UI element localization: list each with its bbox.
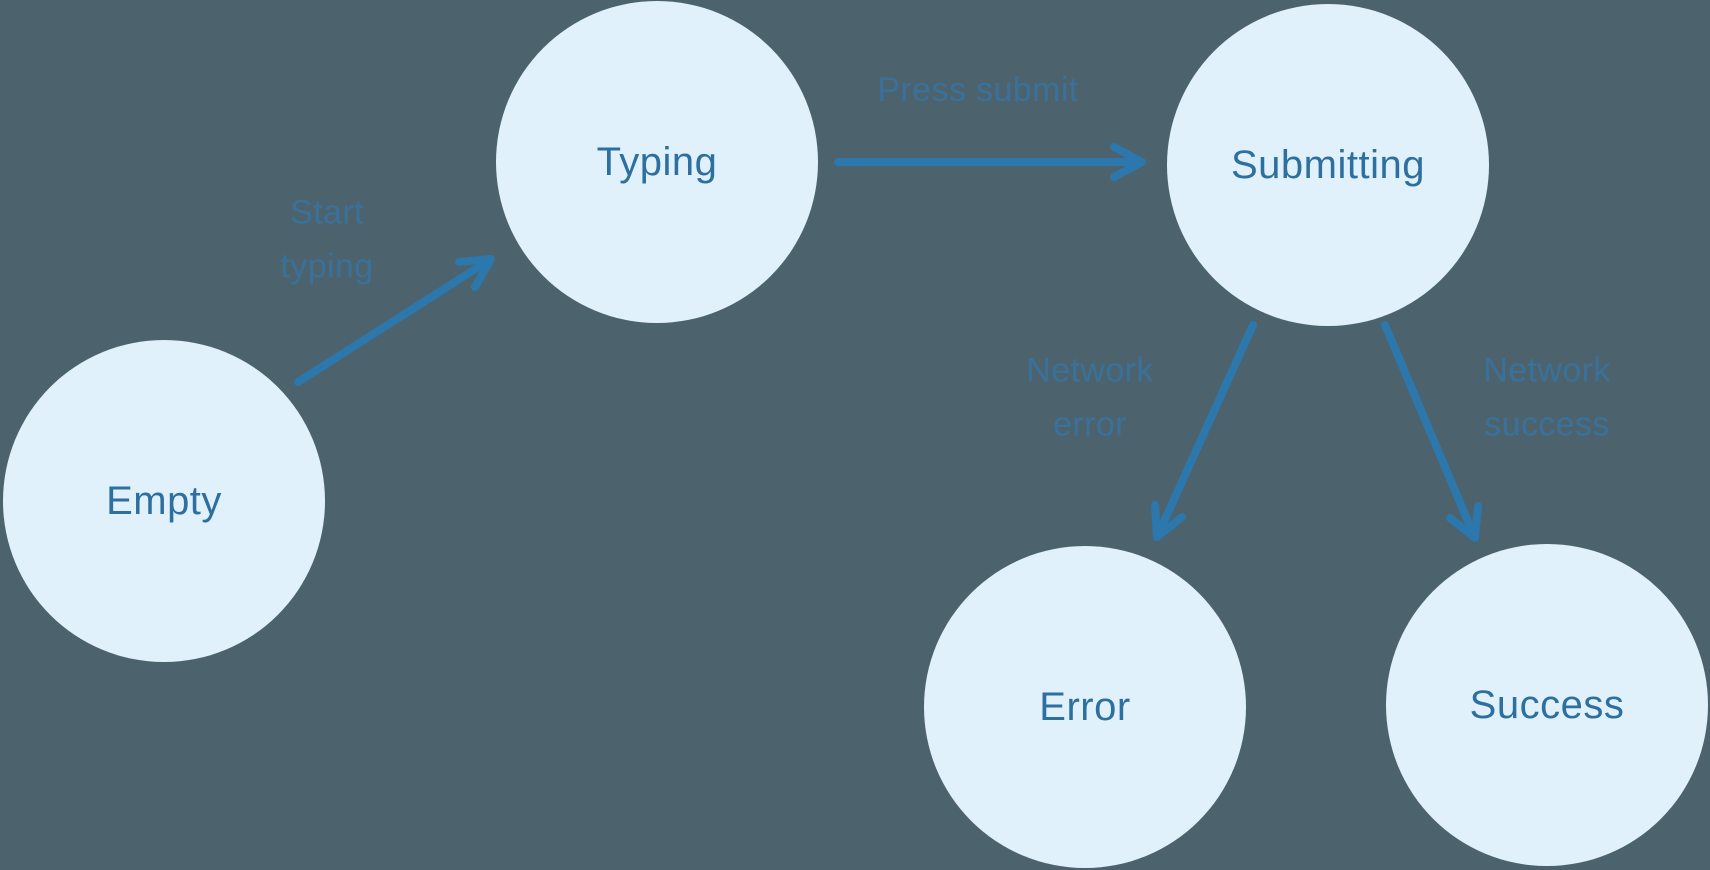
state-label-success: Success [1469, 682, 1625, 727]
transition-label-start-typing: Start typing [280, 193, 374, 286]
transition-label-network-success: Network success [1483, 351, 1611, 444]
state-node-error: Error [924, 546, 1246, 868]
state-node-success: Success [1386, 544, 1708, 866]
state-node-submitting: Submitting [1167, 4, 1489, 326]
state-label-submitting: Submitting [1231, 142, 1425, 187]
state-node-typing: Typing [496, 1, 818, 323]
state-label-typing: Typing [596, 139, 718, 184]
state-label-error: Error [1039, 684, 1131, 729]
state-node-empty: Empty [3, 340, 325, 662]
state-label-empty: Empty [106, 478, 222, 523]
arrow-press-submit [834, 143, 1146, 181]
transition-label-network-error: Network error [1026, 351, 1154, 444]
transition-label-press-submit: Press submit [877, 70, 1079, 109]
